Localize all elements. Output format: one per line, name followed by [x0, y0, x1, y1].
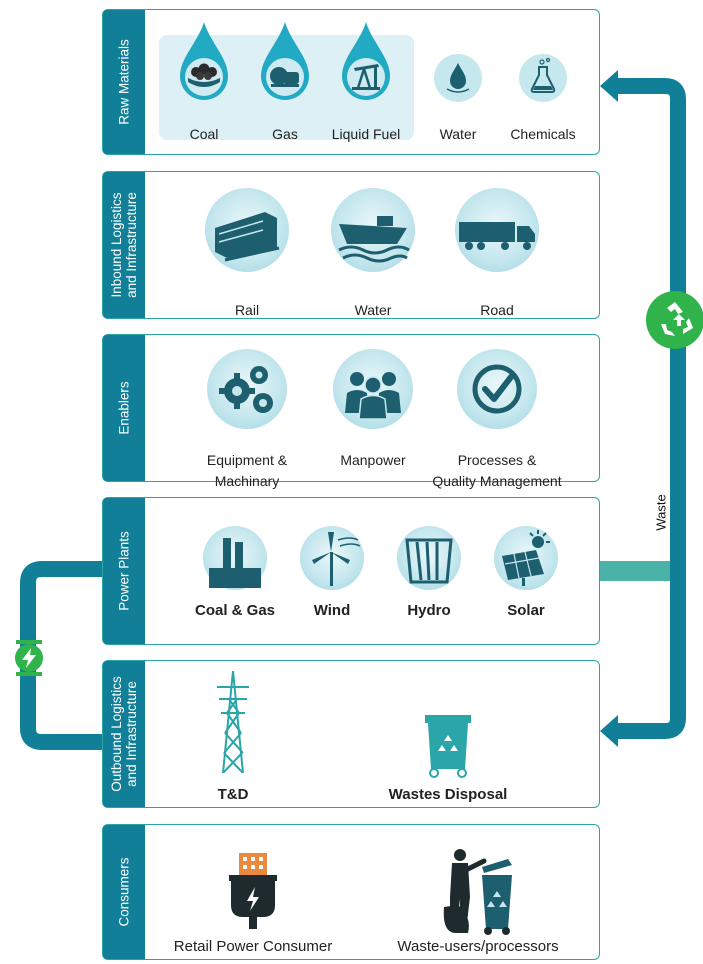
row-title-tab: Power Plants — [103, 498, 145, 644]
row-title: Raw Materials — [116, 39, 132, 125]
enabler-label-equipment-line2: Machinary — [214, 473, 280, 489]
person-recycling-icon — [443, 849, 512, 935]
enabler-label-processes-line2: Quality Management — [432, 473, 562, 489]
truck-icon — [459, 222, 535, 250]
inbound-label-water: Water — [354, 302, 392, 318]
row-raw-materials: Raw Materials Coal Gas — [102, 9, 600, 155]
consumer-item-waste-users: Waste-users/processors — [383, 847, 573, 959]
inbound-label-rail: Rail — [234, 302, 260, 318]
raw-label-chemicals: Chemicals — [510, 126, 576, 142]
water-drop-icon — [434, 54, 482, 102]
enabler-item-equipment: Equipment & Machinary — [203, 349, 291, 489]
plant-label-coal-gas: Coal & Gas — [194, 602, 276, 619]
dam-icon — [405, 538, 453, 584]
waste-label: Waste — [653, 494, 669, 531]
flask-icon — [519, 54, 567, 102]
raw-label-liquid-fuel: Liquid Fuel — [331, 126, 401, 142]
consumer-label-retail: Retail Power Consumer — [173, 938, 333, 955]
lightning-badge-icon — [15, 640, 43, 676]
outbound-item-waste-disposal: Wastes Disposal — [373, 669, 523, 804]
row-title: Power Plants — [116, 531, 132, 611]
plant-item-hydro: Hydro — [387, 526, 471, 641]
solar-panel-icon — [502, 530, 550, 586]
raw-item-chemicals: Chemicals — [508, 20, 578, 145]
power-plug-icon — [229, 853, 277, 929]
wind-turbine-icon — [312, 532, 361, 586]
train-icon — [215, 212, 280, 262]
gas-drop-icon — [261, 22, 309, 100]
raw-label-water: Water — [439, 126, 477, 142]
plant-item-coal-gas: Coal & Gas — [193, 526, 277, 641]
row-power-plants: Power Plants Coal & Gas Wind — [102, 497, 600, 645]
outbound-label-waste-disposal: Wastes Disposal — [388, 786, 508, 803]
raw-label-coal: Coal — [189, 126, 219, 142]
factory-icon — [209, 538, 261, 588]
enabler-label-equipment-line1: Equipment & — [206, 452, 288, 468]
inbound-item-rail: Rail — [203, 188, 291, 318]
enabler-item-processes: Processes & Quality Management — [432, 349, 562, 489]
enabler-label-processes-line1: Processes & — [457, 452, 537, 468]
recycle-icon — [646, 291, 703, 349]
inbound-label-road: Road — [480, 302, 514, 318]
row-title: Consumers — [116, 857, 132, 927]
plant-label-hydro: Hydro — [407, 602, 451, 619]
enabler-label-manpower-line1: Manpower — [340, 452, 406, 468]
raw-item-water: Water — [423, 20, 493, 145]
inbound-item-water: Water — [329, 188, 417, 318]
plant-item-solar: Solar — [484, 526, 568, 641]
oil-pump-drop-icon — [342, 22, 390, 100]
transmission-tower-icon — [217, 670, 249, 773]
consumer-item-retail: Retail Power Consumer — [163, 851, 343, 959]
ship-icon — [338, 216, 410, 263]
raw-item-liquid-fuel: Liquid Fuel — [331, 20, 401, 145]
consumer-label-waste-users: Waste-users/processors — [397, 938, 559, 955]
checkmark-icon — [472, 364, 522, 414]
row-consumers: Consumers Retail Power Consumer — [102, 824, 600, 960]
raw-item-gas: Gas — [250, 20, 320, 145]
inbound-item-road: Road — [453, 188, 541, 318]
row-title-tab: Consumers — [103, 825, 145, 959]
row-enablers: Enablers Equipment & Machinary Manpower — [102, 334, 600, 489]
plant-label-solar: Solar — [507, 602, 545, 619]
outbound-label-td: T&D — [217, 786, 249, 803]
raw-label-gas: Gas — [272, 126, 298, 142]
plant-label-wind: Wind — [313, 602, 351, 619]
row-title: Enablers — [116, 381, 132, 435]
enabler-item-manpower: Manpower — [329, 349, 417, 479]
people-icon — [345, 372, 401, 420]
outbound-item-td: T&D — [193, 669, 273, 804]
gears-icon — [219, 366, 273, 413]
row-title-tab: Raw Materials — [103, 10, 145, 154]
row-title-tab: Enablers — [103, 335, 145, 481]
plant-item-wind: Wind — [290, 526, 374, 641]
coal-drop-icon — [180, 22, 228, 100]
dumpster-icon — [425, 715, 471, 778]
raw-item-coal: Coal — [169, 20, 239, 145]
